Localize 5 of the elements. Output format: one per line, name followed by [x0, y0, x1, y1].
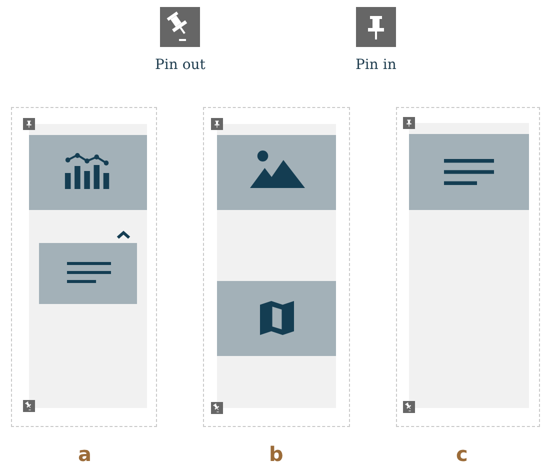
panel-letter: b [269, 443, 284, 465]
panel-letter: c [456, 443, 468, 465]
icon-caption: Pin out [155, 57, 206, 73]
icon-caption: Pin in [356, 57, 396, 73]
panel-letter: a [78, 443, 92, 465]
